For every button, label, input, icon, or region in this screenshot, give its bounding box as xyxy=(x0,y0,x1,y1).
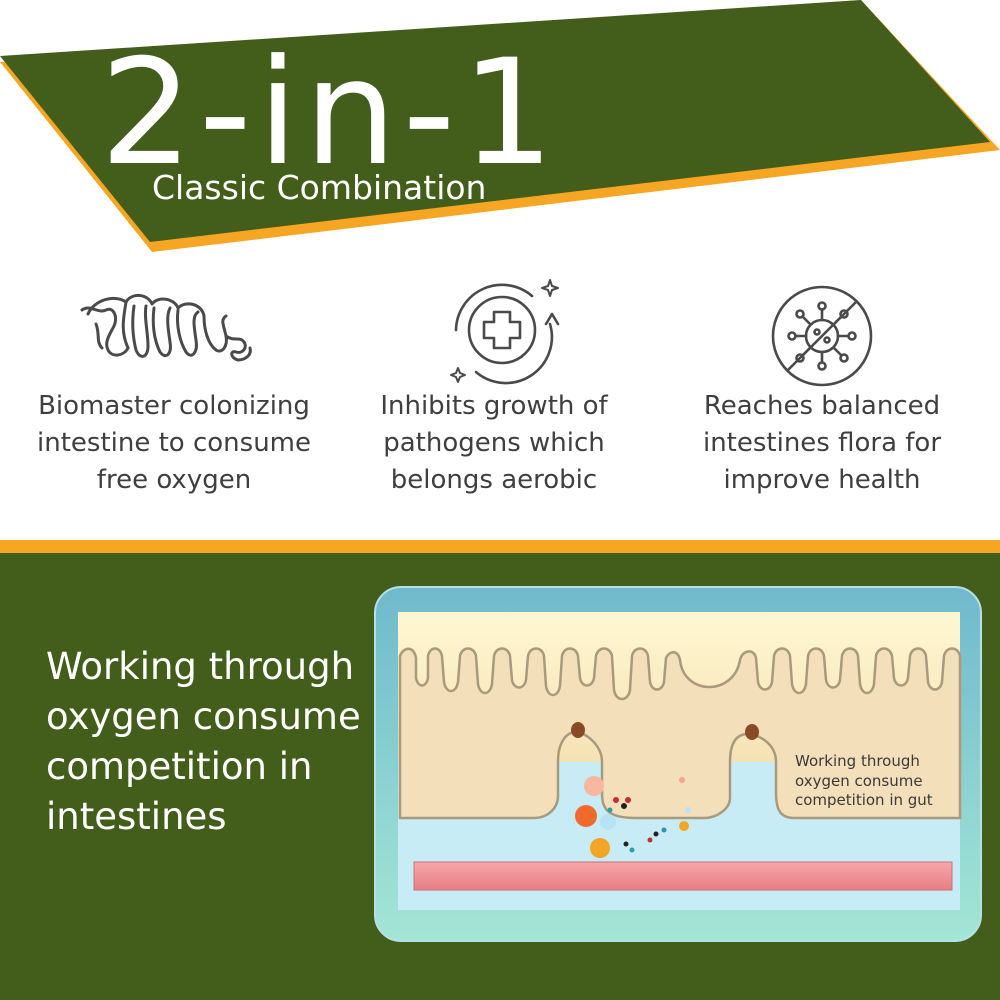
header-banner xyxy=(0,0,1000,252)
crypt-cap-right xyxy=(745,724,759,740)
crypt-cap-left xyxy=(571,722,585,738)
banner-green-band xyxy=(0,0,990,242)
section-divider xyxy=(0,540,1000,553)
blood-vessel xyxy=(413,861,953,891)
villi-tissue xyxy=(398,647,962,820)
feature-text-colonizing: Biomaster colonizing intestine to consum… xyxy=(37,391,311,495)
feature-text-inhibits: Inhibits growth of pathogens which belon… xyxy=(380,391,608,495)
diagram-label: Working through oxygen consume competiti… xyxy=(795,752,933,809)
intestine-icon xyxy=(74,284,258,369)
no-virus-icon xyxy=(770,284,874,393)
hero-subtitle: Classic Combination xyxy=(152,168,487,207)
mechanism-heading: Working through oxygen consume competiti… xyxy=(46,645,361,838)
medical-cross-icon xyxy=(440,268,564,393)
intestine-diagram xyxy=(374,586,982,942)
feature-text-balanced: Reaches balanced intestines flora for im… xyxy=(702,391,942,495)
hero-title: 2-in-1 xyxy=(100,28,561,198)
molecule-cluster xyxy=(575,776,691,858)
